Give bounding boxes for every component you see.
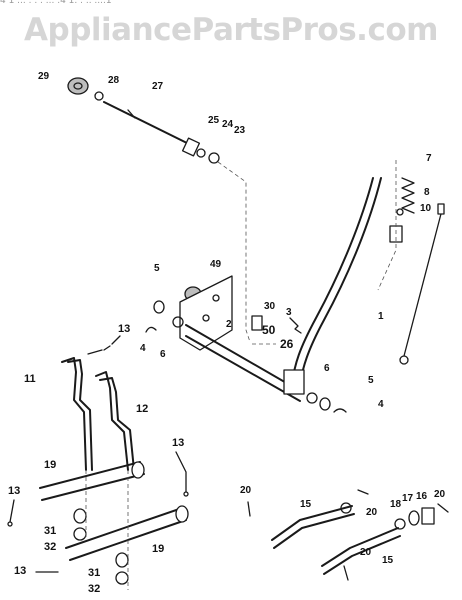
label-1: 1 — [378, 311, 384, 322]
assembly-line-23 — [217, 161, 251, 343]
label-15-upper: 15 — [300, 499, 312, 510]
label-5-left: 5 — [154, 263, 160, 274]
part-23-nut[interactable] — [208, 152, 220, 164]
lift-lever-arm[interactable] — [283, 177, 382, 395]
label-16: 16 — [416, 491, 428, 502]
label-13-bottom: 13 — [14, 565, 27, 577]
part-15-rod-lower[interactable] — [321, 527, 401, 575]
part-18-washer[interactable] — [394, 518, 406, 530]
label-19-upper: 19 — [44, 459, 57, 471]
part-20-pin-c[interactable] — [343, 565, 349, 581]
label-24: 24 — [222, 119, 234, 130]
part-25-bracket[interactable] — [181, 137, 201, 157]
label-20-b: 20 — [366, 507, 378, 518]
part-4-clip-right[interactable] — [333, 408, 347, 413]
label-29: 29 — [38, 71, 50, 82]
label-20-d: 20 — [434, 489, 446, 500]
label-31-upper: 31 — [44, 525, 57, 537]
label-12: 12 — [136, 403, 149, 415]
part-2-shaft[interactable] — [185, 324, 303, 402]
label-32-upper: 32 — [44, 541, 57, 553]
part-20-pin-d[interactable] — [437, 503, 449, 513]
label-20-a: 20 — [240, 485, 252, 496]
label-18: 18 — [390, 499, 402, 510]
part-6-washer-left[interactable] — [172, 316, 184, 328]
bracket-plate[interactable] — [179, 275, 233, 351]
label-13-right: 13 — [172, 437, 185, 449]
part-13-pin-left[interactable] — [7, 499, 15, 527]
part-1-rod[interactable] — [399, 203, 445, 365]
label-19-lower: 19 — [152, 543, 165, 555]
label-2: 2 — [226, 319, 232, 330]
label-25: 25 — [208, 115, 220, 126]
label-5-right: 5 — [368, 375, 374, 386]
part-32-washer-lower[interactable] — [115, 571, 129, 585]
label-30: 30 — [264, 301, 276, 312]
label-7: 7 — [426, 153, 432, 164]
label-8: 8 — [424, 187, 430, 198]
label-13-left: 13 — [8, 485, 21, 497]
part-20-pin-b[interactable] — [357, 489, 369, 495]
label-13-upper: 13 — [118, 323, 131, 335]
part-29-knob[interactable] — [67, 77, 89, 95]
part-5-bushing-right[interactable] — [319, 397, 331, 411]
part-17-bushing[interactable] — [408, 510, 420, 526]
label-6-right: 6 — [324, 363, 330, 374]
part-11-link[interactable] — [61, 357, 93, 471]
part-30-bushing[interactable] — [251, 315, 263, 331]
assembly-line-7 — [377, 160, 397, 291]
part-13-pin-right[interactable] — [175, 451, 189, 497]
label-50: 50 — [262, 323, 276, 337]
part-7-spring[interactable] — [401, 177, 415, 214]
part-6-washer-right[interactable] — [306, 392, 318, 404]
part-19-link-upper[interactable] — [39, 461, 145, 501]
label-23: 23 — [234, 125, 246, 136]
label-17: 17 — [402, 493, 414, 504]
part-31-bushing-lower[interactable] — [115, 552, 129, 568]
part-12-link[interactable] — [95, 371, 135, 471]
label-32-lower: 32 — [88, 583, 101, 595]
label-3: 3 — [286, 307, 292, 318]
part-4-clip-left[interactable] — [145, 326, 157, 333]
label-11: 11 — [24, 373, 36, 385]
part-28-washer[interactable] — [94, 91, 104, 101]
part-32-washer-upper[interactable] — [73, 527, 87, 541]
part-16-clevis[interactable] — [421, 507, 435, 525]
label-27: 27 — [152, 81, 164, 92]
label-4-left: 4 — [140, 343, 146, 354]
label-20-c: 20 — [360, 547, 372, 558]
label-31-lower: 31 — [88, 567, 101, 579]
part-5-bushing-left[interactable] — [153, 300, 165, 314]
label-28: 28 — [108, 75, 120, 86]
part-31-bushing-upper[interactable] — [73, 508, 87, 524]
label-10: 10 — [420, 203, 432, 214]
part-15-rod-upper[interactable] — [271, 502, 355, 549]
label-6-left: 6 — [160, 349, 166, 360]
part-27-rod[interactable] — [103, 101, 194, 147]
label-4-right: 4 — [378, 399, 384, 410]
watermark-text: AppliancePartsPros.com — [24, 12, 438, 48]
label-15-lower: 15 — [382, 555, 394, 566]
part-13-pin-upper[interactable] — [87, 335, 121, 355]
label-26: 26 — [280, 337, 294, 351]
part-20-pin-a[interactable] — [247, 501, 251, 517]
clipped-header-text: 4 1 ... . . . ... .4 1. . .. ....1 — [0, 0, 462, 3]
part-8-clip[interactable] — [396, 208, 404, 216]
part-24-washer[interactable] — [196, 148, 206, 158]
part-3-pin[interactable] — [289, 317, 302, 334]
label-49: 49 — [210, 259, 222, 270]
